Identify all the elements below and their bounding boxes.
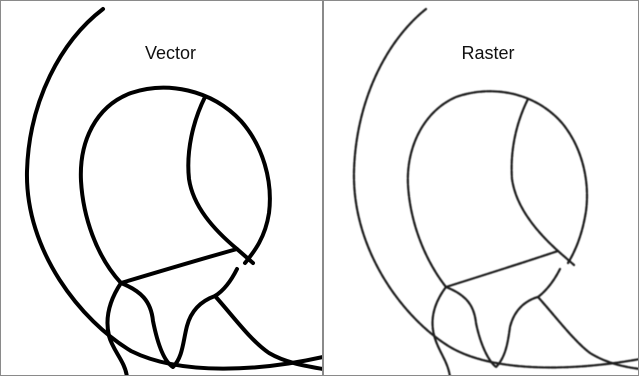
raster-balloon-outline xyxy=(408,91,587,287)
raster-panel: Raster xyxy=(323,0,639,376)
raster-cross-line xyxy=(446,251,574,287)
raster-title: Raster xyxy=(338,43,638,64)
raster-pendant-outline xyxy=(446,269,560,367)
raster-right-flow-line xyxy=(538,297,639,369)
left-stem xyxy=(108,283,128,376)
vector-title: Vector xyxy=(19,43,322,64)
inner-divider xyxy=(188,97,237,249)
right-flow-line xyxy=(215,296,323,369)
raster-left-stem xyxy=(433,287,451,376)
vector-panel: Vector xyxy=(0,0,323,376)
raster-inner-divider xyxy=(512,99,558,251)
